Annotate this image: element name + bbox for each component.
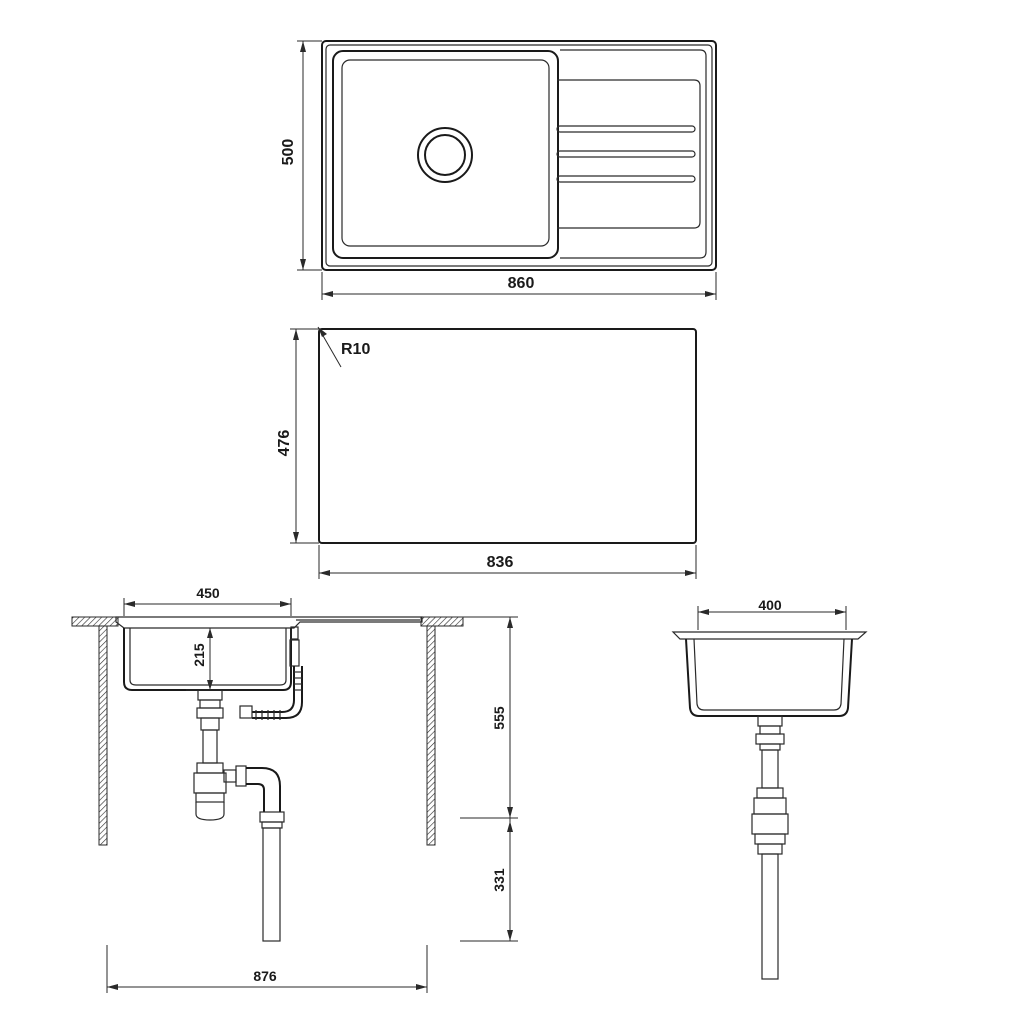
drainboard-inner [557, 79, 701, 229]
dim-bowl-width-front: 400 [758, 597, 782, 613]
countertop-left [71, 616, 119, 627]
top-view: 500 860 [280, 40, 717, 300]
cabinet-wall-right [426, 625, 436, 846]
dim-top-height: 500 [280, 139, 297, 166]
sink-rim-side [115, 616, 423, 629]
dim-drain-extension: 331 [491, 868, 507, 892]
side-view: 450 215 555 331 876 [71, 585, 518, 993]
front-view: 400 [671, 597, 868, 980]
bowl-inner [341, 59, 550, 247]
drain-pipe-front [761, 853, 779, 980]
sink-outline-top [321, 40, 717, 271]
dim-cutout-radius: R10 [341, 341, 370, 358]
dim-cutout-width: 836 [487, 554, 514, 571]
dim-bowl-depth: 215 [191, 643, 207, 667]
dim-cutout-height: 476 [276, 430, 293, 457]
cabinet-wall-left [98, 625, 108, 846]
dim-cabinet-height: 555 [491, 706, 507, 730]
drain-outer [417, 127, 473, 183]
dim-cabinet-width: 876 [253, 968, 277, 984]
bowl-outer [332, 50, 559, 259]
dim-bowl-width-side: 450 [196, 585, 220, 601]
cutout-outline [318, 328, 697, 544]
countertop-right [420, 616, 464, 627]
drain-groove-1 [556, 125, 696, 133]
sink-rim-inner [325, 44, 713, 267]
sink-rim-front [671, 631, 868, 640]
drain-pipe-side [262, 827, 281, 942]
drain-inner [424, 134, 466, 176]
drain-groove-2 [556, 150, 696, 158]
drain-groove-3 [556, 175, 696, 183]
dim-top-width: 860 [508, 275, 535, 292]
bowl-front [685, 638, 853, 717]
cutout-view: R10 476 836 [276, 326, 697, 579]
drainboard-outline [560, 49, 707, 259]
